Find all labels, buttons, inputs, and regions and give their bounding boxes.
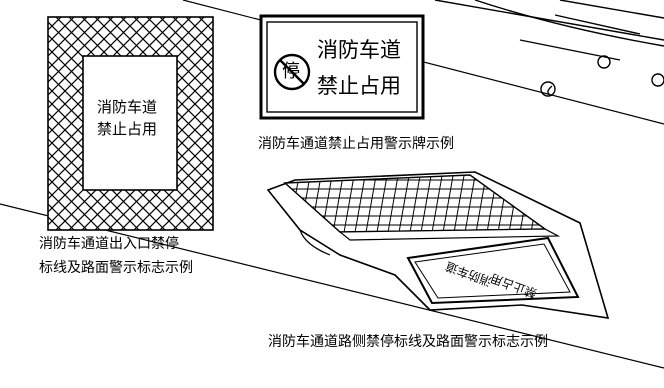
sign-text-line1: 消防车道 (317, 38, 401, 62)
diagonal-line (0, 203, 664, 369)
entrance-caption-line2: 标线及路面警示标志示例 (39, 260, 193, 276)
warning-sign-caption: 消防车通道禁止占用警示牌示例 (258, 136, 454, 152)
roadside-marking-figure (266, 171, 610, 319)
sign-text-line2: 禁止占用 (317, 74, 401, 98)
entrance-text-line2: 禁止占用 (97, 120, 158, 138)
no-parking-glyph: 停 (282, 61, 300, 82)
warning-sign-figure (259, 14, 425, 120)
roadside-caption: 消防车通道路侧禁停标线及路面警示标志示例 (268, 334, 548, 350)
entrance-text-line1: 消防车道 (97, 98, 158, 116)
entrance-marking-figure (47, 16, 214, 231)
car-outline (434, 0, 664, 97)
no-parking-symbol (273, 53, 311, 91)
entrance-caption-line1: 消防车通道出入口禁停 (39, 236, 179, 252)
